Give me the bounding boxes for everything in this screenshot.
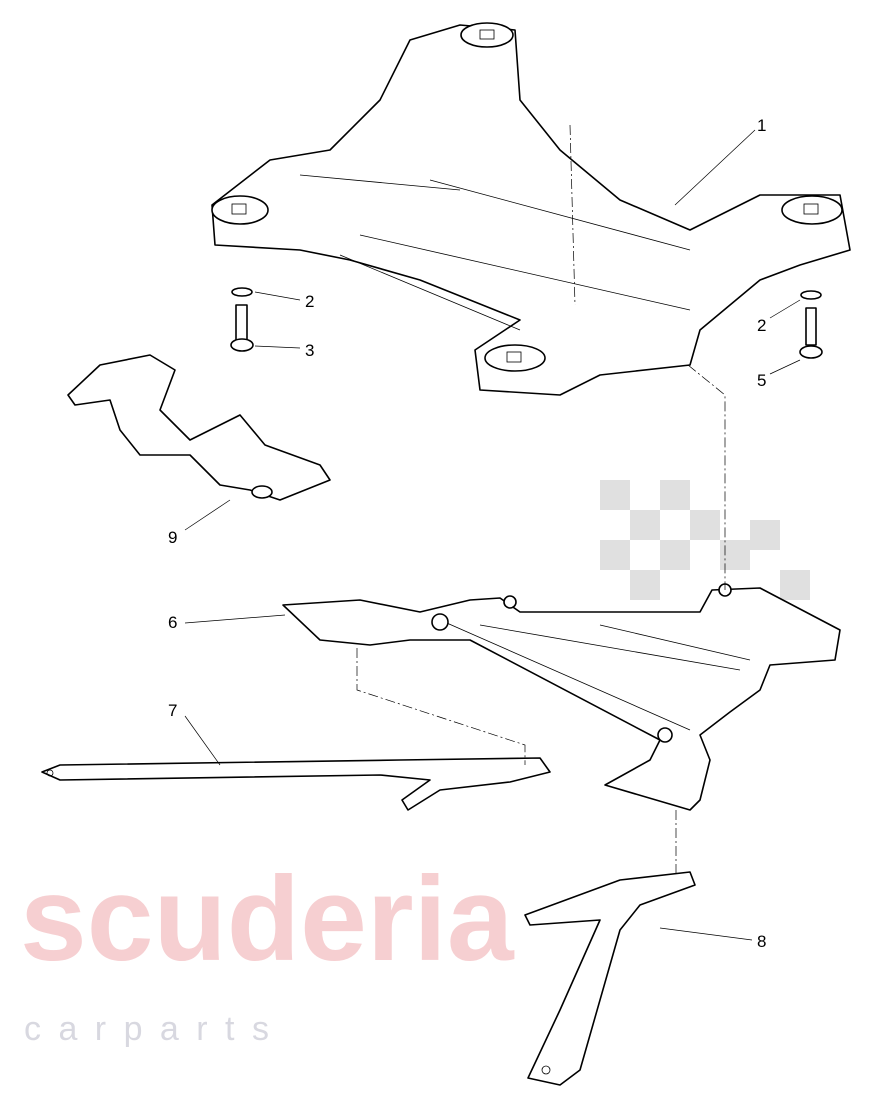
watermark: scuderia c a r p a r t s [20,480,810,1048]
callout-labels: 1 2 3 2 5 9 6 7 8 [168,116,766,951]
callout-3: 3 [305,341,314,360]
washer-left[interactable] [231,287,253,297]
leader-lines [184,129,801,941]
strut-right-part[interactable] [524,871,696,1086]
callout-7: 7 [168,701,177,720]
callout-2-left: 2 [305,292,314,311]
watermark-sub: c a r p a r t s [24,1010,273,1048]
checkered-flag-icon [600,480,810,600]
callout-6: 6 [168,613,177,632]
callout-8: 8 [757,932,766,951]
callout-9: 9 [168,528,177,547]
watermark-brand: scuderia [20,852,515,986]
subframe-part[interactable] [211,22,851,396]
bolt-right[interactable] [799,307,823,359]
bolt-left[interactable] [230,304,254,352]
washer-right[interactable] [800,290,822,300]
bracket-part[interactable] [67,354,331,501]
callout-5: 5 [757,371,766,390]
callout-2-right: 2 [757,316,766,335]
strut-left-part[interactable] [41,757,551,811]
reinforcement-frame-part[interactable] [282,583,841,811]
callout-1: 1 [757,116,766,135]
assembly-lines [356,124,726,875]
